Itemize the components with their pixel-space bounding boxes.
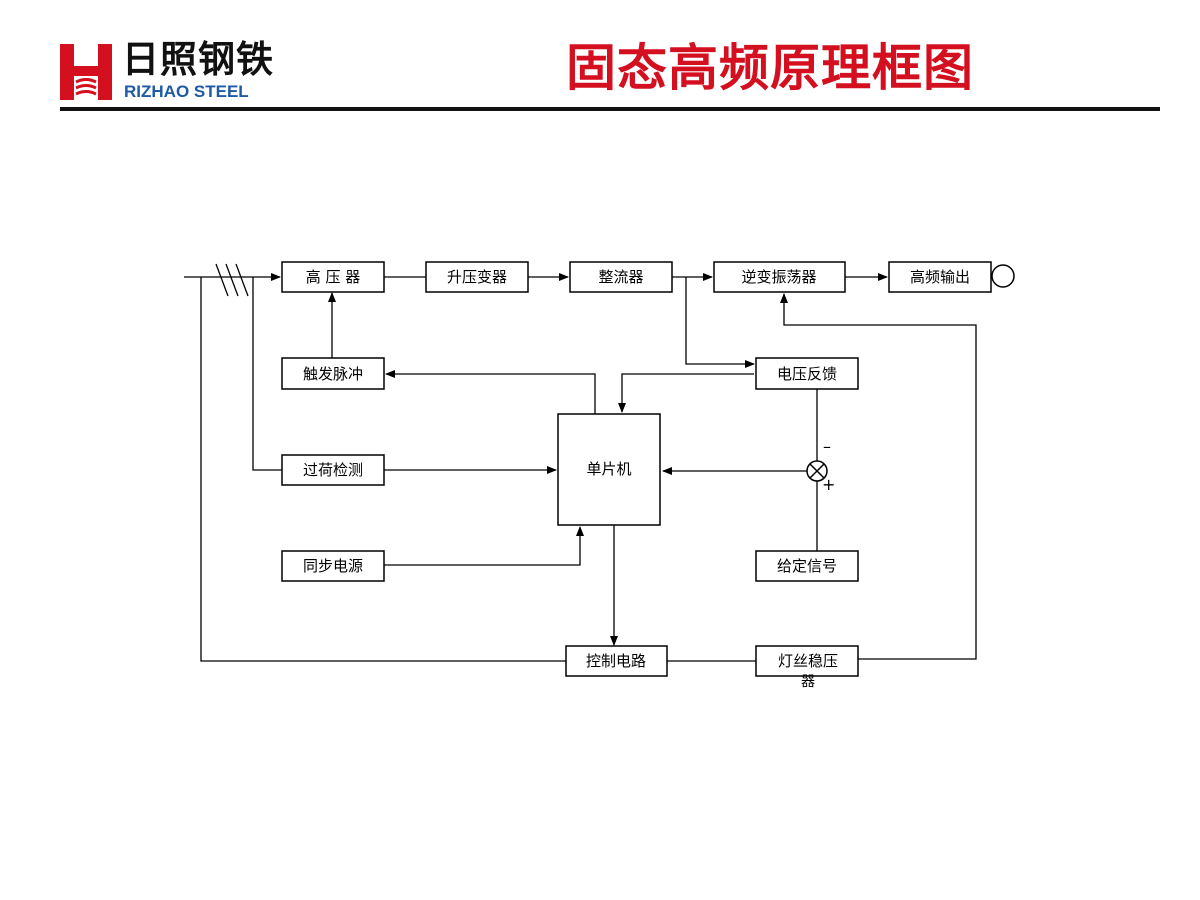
summing-junction-icon <box>806 460 828 482</box>
page-title: 固态高频原理框图 <box>566 39 974 97</box>
rizhao-steel-logo-icon <box>60 44 112 100</box>
summing-minus-sign: – <box>823 437 831 456</box>
header: 日照钢铁 RIZHAO STEEL 固态高频原理框图 <box>0 0 1200 115</box>
node-sync-power-label: 同步电源 <box>303 557 363 575</box>
output-terminal-icon <box>991 264 1015 288</box>
node-setpoint-signal: 给定信号 <box>755 550 859 582</box>
node-overload-detection: 过荷检测 <box>281 454 385 486</box>
node-inverter-label: 逆变振荡器 <box>741 268 816 286</box>
three-phase-tick-2 <box>225 263 239 297</box>
node-step-up: 升压变器 <box>425 261 529 293</box>
node-filament-regulator: 灯丝稳压 器 <box>755 645 859 690</box>
node-inverter: 逆变振荡器 <box>713 261 846 293</box>
sync-to-mcu-line <box>384 526 584 566</box>
node-step-up-label: 升压变器 <box>447 268 507 286</box>
node-voltage-feedback: 电压反馈 <box>755 357 859 390</box>
summing-plus-sign: + <box>822 475 835 494</box>
node-mcu-label: 单片机 <box>586 460 631 478</box>
node-control-circuit: 控制电路 <box>565 645 668 677</box>
logo-english-name: RIZHAO STEEL <box>124 82 249 101</box>
three-phase-tick-3 <box>235 263 249 297</box>
node-filament-regulator-label-line1: 灯丝稳压 <box>778 652 838 670</box>
filament-to-inverter-line <box>780 293 977 660</box>
node-rectifier-label: 整流器 <box>598 268 643 286</box>
node-trigger-pulse: 触发脉冲 <box>281 357 385 390</box>
node-hf-output: 高频输出 <box>888 261 992 293</box>
header-divider <box>60 107 1160 111</box>
node-rectifier: 整流器 <box>569 261 673 293</box>
node-high-voltage: 高 压 器 <box>281 261 385 293</box>
logo-chinese-name: 日照钢铁 <box>122 38 274 81</box>
input-to-control-line <box>200 277 566 662</box>
node-filament-regulator-label-line2: 器 <box>801 674 815 690</box>
node-hf-output-label: 高频输出 <box>910 268 970 286</box>
input-to-overload-line <box>252 277 282 471</box>
node-high-voltage-label: 高 压 器 <box>306 268 361 286</box>
node-mcu: 单片机 <box>557 413 661 526</box>
node-setpoint-signal-label: 给定信号 <box>777 557 837 575</box>
node-control-circuit-label: 控制电路 <box>586 652 646 670</box>
node-trigger-pulse-label: 触发脉冲 <box>303 365 363 383</box>
connection-lines <box>184 263 977 662</box>
rectifier-to-feedback-line <box>685 277 755 368</box>
mcu-to-trigger-line <box>385 370 596 414</box>
node-sync-power: 同步电源 <box>281 550 385 582</box>
node-voltage-feedback-label: 电压反馈 <box>777 365 837 383</box>
three-phase-tick-1 <box>215 263 229 297</box>
feedback-to-mcu-line <box>618 373 754 413</box>
node-overload-detection-label: 过荷检测 <box>303 461 363 479</box>
